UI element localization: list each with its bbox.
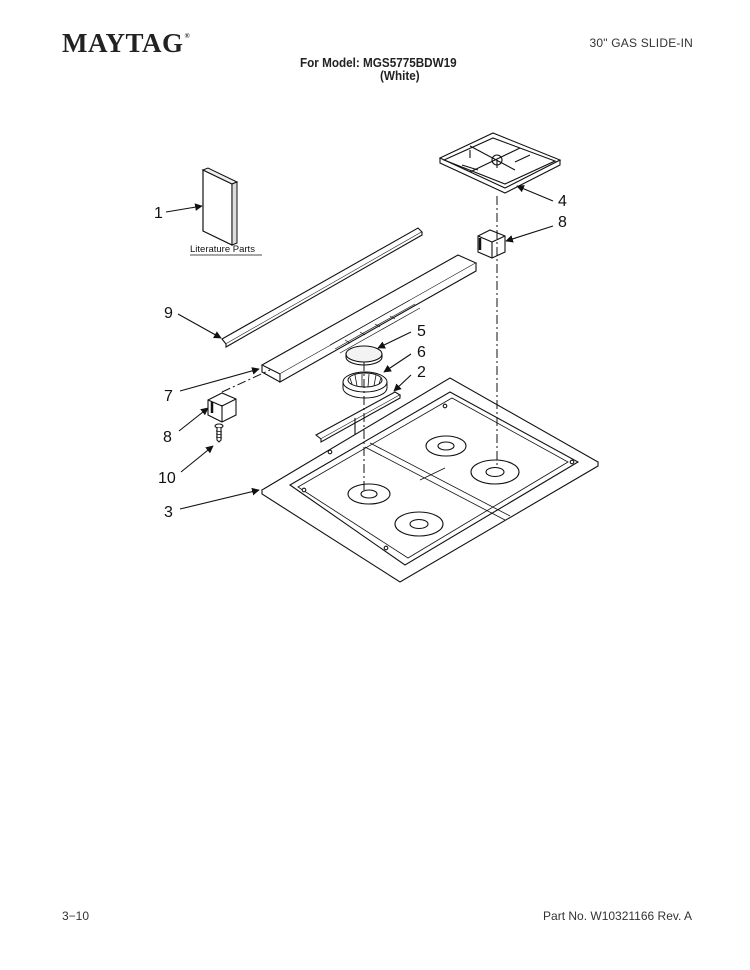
callout-4: 4 (558, 193, 567, 210)
registered-mark: ® (184, 32, 191, 40)
brand-name: MAYTAG (62, 28, 184, 58)
trim-strip (221, 227, 423, 348)
cooktop-main-top (260, 377, 600, 583)
end-cap-right (477, 229, 506, 259)
callout-1: 1 (154, 205, 163, 222)
product-type: 30" GAS SLIDE-IN (589, 36, 693, 50)
callout-2: 2 (417, 364, 426, 381)
page-number: 3−10 (62, 909, 90, 923)
burner-bracket (315, 391, 402, 443)
alignment-lines (221, 196, 498, 490)
literature-parts: Literature Parts (190, 167, 262, 256)
model-number: For Model: MGS5775BDW19 (300, 55, 457, 70)
literature-parts-label: Literature Parts (190, 244, 255, 255)
burner-grate (438, 132, 562, 194)
part-number: Part No. W10321166 Rev. A (543, 909, 692, 923)
model-color: (White) (380, 68, 420, 83)
callout-8-right: 8 (558, 214, 567, 231)
brand-logo: MAYTAG® (62, 28, 190, 59)
callout-9: 9 (164, 305, 173, 322)
callout-5: 5 (417, 323, 426, 340)
mounting-screw (214, 423, 224, 443)
callout-8-left: 8 (163, 429, 172, 446)
callout-10: 10 (158, 470, 176, 487)
control-panel-trim (260, 254, 478, 383)
callout-7: 7 (164, 388, 173, 405)
callout-3: 3 (164, 504, 173, 521)
leader-arrows (165, 185, 554, 510)
burner-head (342, 371, 388, 399)
callout-6: 6 (417, 344, 426, 361)
